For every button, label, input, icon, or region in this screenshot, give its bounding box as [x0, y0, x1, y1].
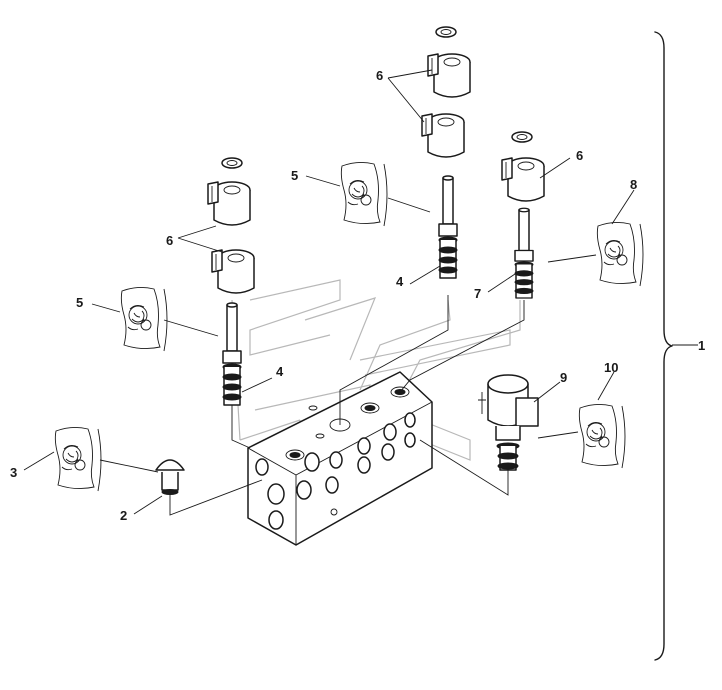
coil-icon [421, 26, 471, 158]
pressure-solenoid-icon [478, 374, 539, 471]
callout-leaders [23, 69, 698, 515]
cartridge-valve-icon [438, 175, 458, 279]
leader-lines [99, 197, 597, 516]
callout-5a: 5 [76, 295, 83, 310]
valve-block-icon [247, 371, 433, 546]
callout-4a: 4 [276, 364, 284, 379]
callout-6b: 6 [376, 68, 383, 83]
callout-8: 8 [630, 177, 637, 192]
callout-4b: 4 [396, 274, 404, 289]
coil-icon [207, 157, 255, 294]
alignment-guides [231, 279, 521, 461]
callout-7: 7 [474, 286, 481, 301]
callout-6c: 6 [576, 148, 583, 163]
plug-icon [155, 459, 185, 495]
callout-5b: 5 [291, 168, 298, 183]
callout-1: 1 [698, 338, 705, 353]
callout-10: 10 [604, 360, 618, 375]
callout-6a: 6 [166, 233, 173, 248]
callout-9: 9 [560, 370, 567, 385]
callout-labels: 1 2 3 4 4 5 5 6 6 6 7 8 9 10 [10, 68, 705, 523]
cartridge-valve-icon [222, 302, 242, 406]
callout-3: 3 [10, 465, 17, 480]
callout-2: 2 [120, 508, 127, 523]
brace-icon [654, 31, 673, 661]
cartridge-valve-icon [514, 207, 534, 299]
coil-icon [501, 131, 545, 202]
